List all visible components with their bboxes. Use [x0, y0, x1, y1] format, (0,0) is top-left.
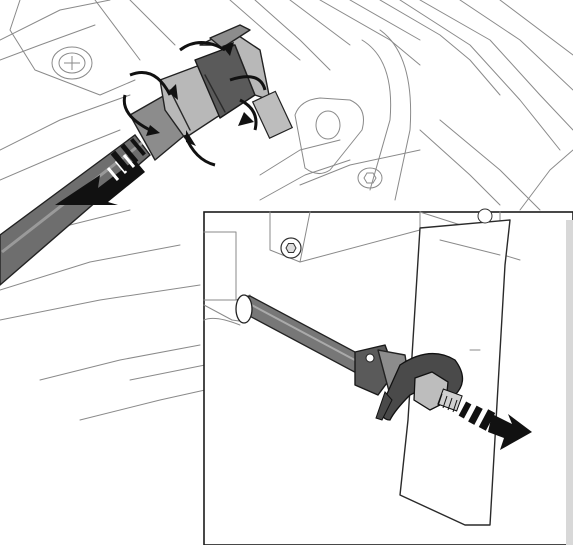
screw-icon: [51, 46, 93, 80]
pull-direction-arrow-icon: [458, 401, 532, 450]
hex-bolt-icon: [357, 167, 383, 189]
rotation-arrowheads: [146, 42, 254, 146]
hex-bolt-icon: [280, 208, 493, 259]
inset-detail-view: [203, 208, 573, 545]
pull-direction-arrow-icon: [55, 138, 146, 205]
bracket-plate: [294, 29, 412, 201]
cable-connector: [129, 24, 294, 161]
